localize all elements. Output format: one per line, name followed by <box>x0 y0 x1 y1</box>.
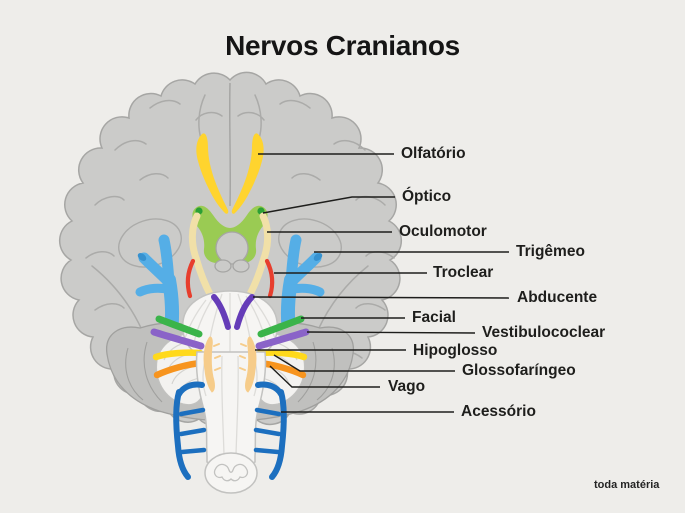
label-olfatorio: Olfatório <box>401 145 466 162</box>
leader-vago <box>269 365 380 388</box>
hypoglossal-nerve <box>203 336 257 393</box>
label-glossofaringeo: Glossofaríngeo <box>462 362 576 379</box>
label-acessorio: Acessório <box>461 403 536 420</box>
olfactory-nerve <box>196 133 264 214</box>
oculomotor-nerve <box>188 212 272 300</box>
trigeminal-cut-ends <box>137 253 323 261</box>
leader-abducente <box>252 296 510 299</box>
label-hipoglosso: Hipoglosso <box>413 342 498 359</box>
leader-glossofaringeo <box>273 354 455 372</box>
label-trigemeo: Trigêmeo <box>516 243 585 260</box>
page-title: Nervos Cranianos <box>225 30 460 61</box>
longitudinal-fissure <box>228 82 232 207</box>
label-oculomotor: Oculomotor <box>399 223 487 240</box>
trochlear-nerve <box>185 258 275 299</box>
vestibulocochlear-nerve <box>150 328 310 350</box>
spinal-cord-section <box>204 452 258 494</box>
leader-vestibulococlear <box>306 331 476 334</box>
label-facial: Facial <box>412 309 456 326</box>
facial-nerve <box>155 315 305 338</box>
abducens-nerve <box>211 294 255 330</box>
leader-optico <box>262 196 395 214</box>
label-vestibulococlear: Vestibulococlear <box>482 324 606 341</box>
midbrain-structures <box>214 231 250 273</box>
label-abducente: Abducente <box>517 289 598 306</box>
label-troclear: Troclear <box>433 264 494 281</box>
leader-lines <box>252 153 510 413</box>
watermark: toda matéria <box>594 479 660 491</box>
label-vago: Vago <box>388 378 426 395</box>
accessory-nerve <box>173 381 287 480</box>
label-optico: Óptico <box>402 188 452 205</box>
